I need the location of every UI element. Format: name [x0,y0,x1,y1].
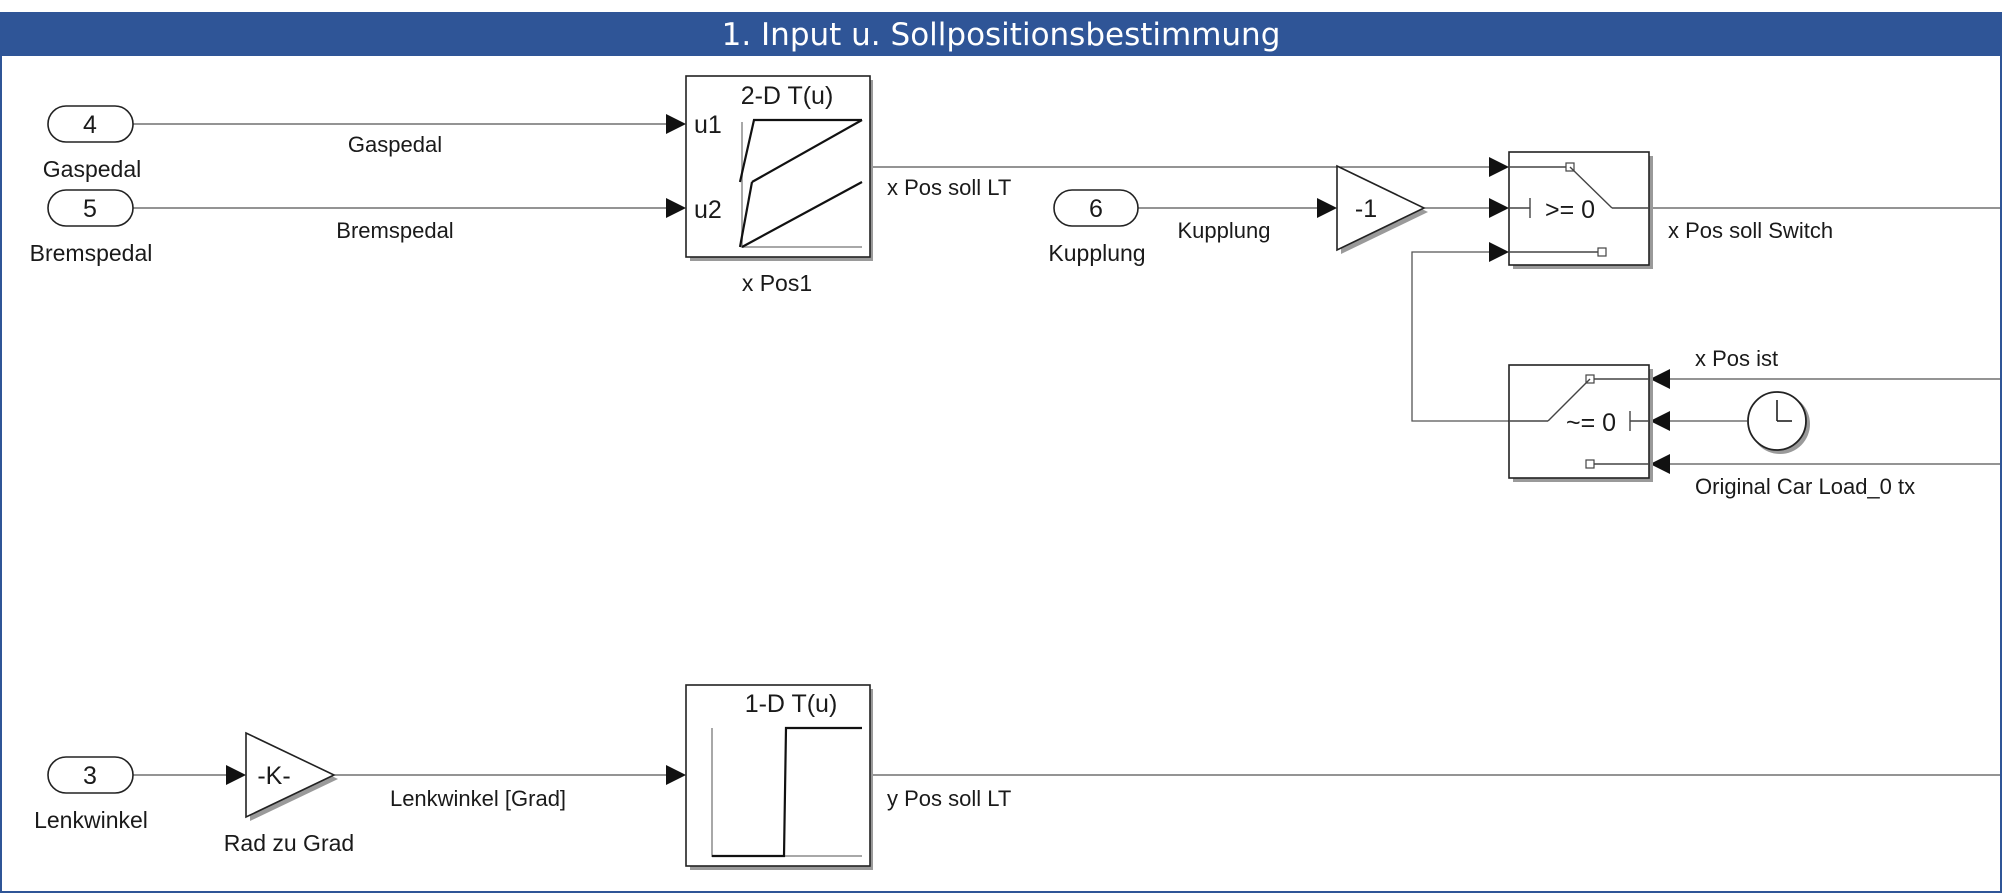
arrowhead [666,198,686,218]
inport-kupplung[interactable]: 6 Kupplung [1048,189,1146,266]
inport-number: 5 [83,195,97,223]
subsystem-frame: 1. Input u. Sollpositionsbestimmung [0,12,2002,893]
arrowhead [1489,198,1509,218]
lookup-2d-name: x Pos1 [742,270,812,296]
clock-block[interactable] [1747,391,1810,454]
signal-label-gaspedal: Gaspedal [348,132,442,157]
inport-label: Bremspedal [30,240,153,266]
signal-label-original-car-load: Original Car Load_0 tx [1695,474,1915,499]
switch-upper-icon [1509,162,1649,257]
lookup-2d-port-u1: u1 [694,111,722,139]
lookup-2d-port-u2: u2 [694,196,722,224]
arrowhead [1650,411,1670,431]
inport-label: Kupplung [1048,240,1145,266]
gain-k-name: Rad zu Grad [224,830,354,856]
switch-lower-block[interactable]: ~= 0 [1508,364,1653,482]
arrowhead [1489,157,1509,177]
lookup-table-1d-block[interactable]: 1-D T(u) [685,684,873,870]
arrowhead [666,765,686,785]
signal-label-x-pos-soll-lt: x Pos soll LT [887,175,1011,200]
gain-negate-block[interactable]: -1 [1336,164,1428,254]
wire-switch-feedback[interactable] [1411,251,1509,422]
gain-rad-zu-grad-block[interactable]: -K- Rad zu Grad [224,731,354,856]
arrowhead [1650,454,1670,474]
signal-label-bremspedal: Bremspedal [336,218,453,243]
signal-label-x-pos-soll-switch: x Pos soll Switch [1668,218,1833,243]
signal-arrowheads [226,114,1670,785]
arrowhead [1317,198,1337,218]
gain-k-value: -K- [257,762,290,790]
arrowhead [1650,369,1670,389]
switch-lower-icon [1509,374,1649,469]
signal-wires [133,123,2000,776]
inport-label: Gaspedal [43,156,141,182]
inport-gaspedal[interactable]: 4 Gaspedal [43,105,141,182]
signal-label-y-pos-soll-lt: y Pos soll LT [887,786,1011,811]
inport-label: Lenkwinkel [34,807,148,833]
switch-upper-block[interactable]: >= 0 [1508,151,1653,269]
signal-label-lenkwinkel-grad: Lenkwinkel [Grad] [390,786,566,811]
arrowhead [666,114,686,134]
switch-upper-criterion: >= 0 [1545,196,1595,224]
subsystem-title: 1. Input u. Sollpositionsbestimmung [2,14,2000,56]
signal-labels: Gaspedal Bremspedal x Pos soll LT Kupplu… [336,132,1915,811]
lookup-1d-header: 1-D T(u) [745,690,838,718]
signal-label-kupplung: Kupplung [1178,218,1271,243]
arrowhead [226,765,246,785]
arrowhead [1489,242,1509,262]
inport-bremspedal[interactable]: 5 Bremspedal [30,189,153,266]
signal-label-x-pos-ist: x Pos ist [1695,346,1778,371]
gain-negate-value: -1 [1355,195,1377,223]
lookup-2d-header: 2-D T(u) [741,82,834,110]
inport-number: 6 [1089,195,1103,223]
inport-number: 3 [83,762,97,790]
switch-lower-criterion: ~= 0 [1566,409,1616,437]
inport-number: 4 [83,111,97,139]
inport-lenkwinkel[interactable]: 3 Lenkwinkel [34,756,148,833]
lookup-2d-plot-icon [738,118,863,248]
clock-icon [1776,400,1792,422]
lookup-table-2d-block[interactable]: 2-D T(u) u1 u2 x Pos1 [685,75,873,296]
lookup-1d-plot-icon [711,726,862,858]
